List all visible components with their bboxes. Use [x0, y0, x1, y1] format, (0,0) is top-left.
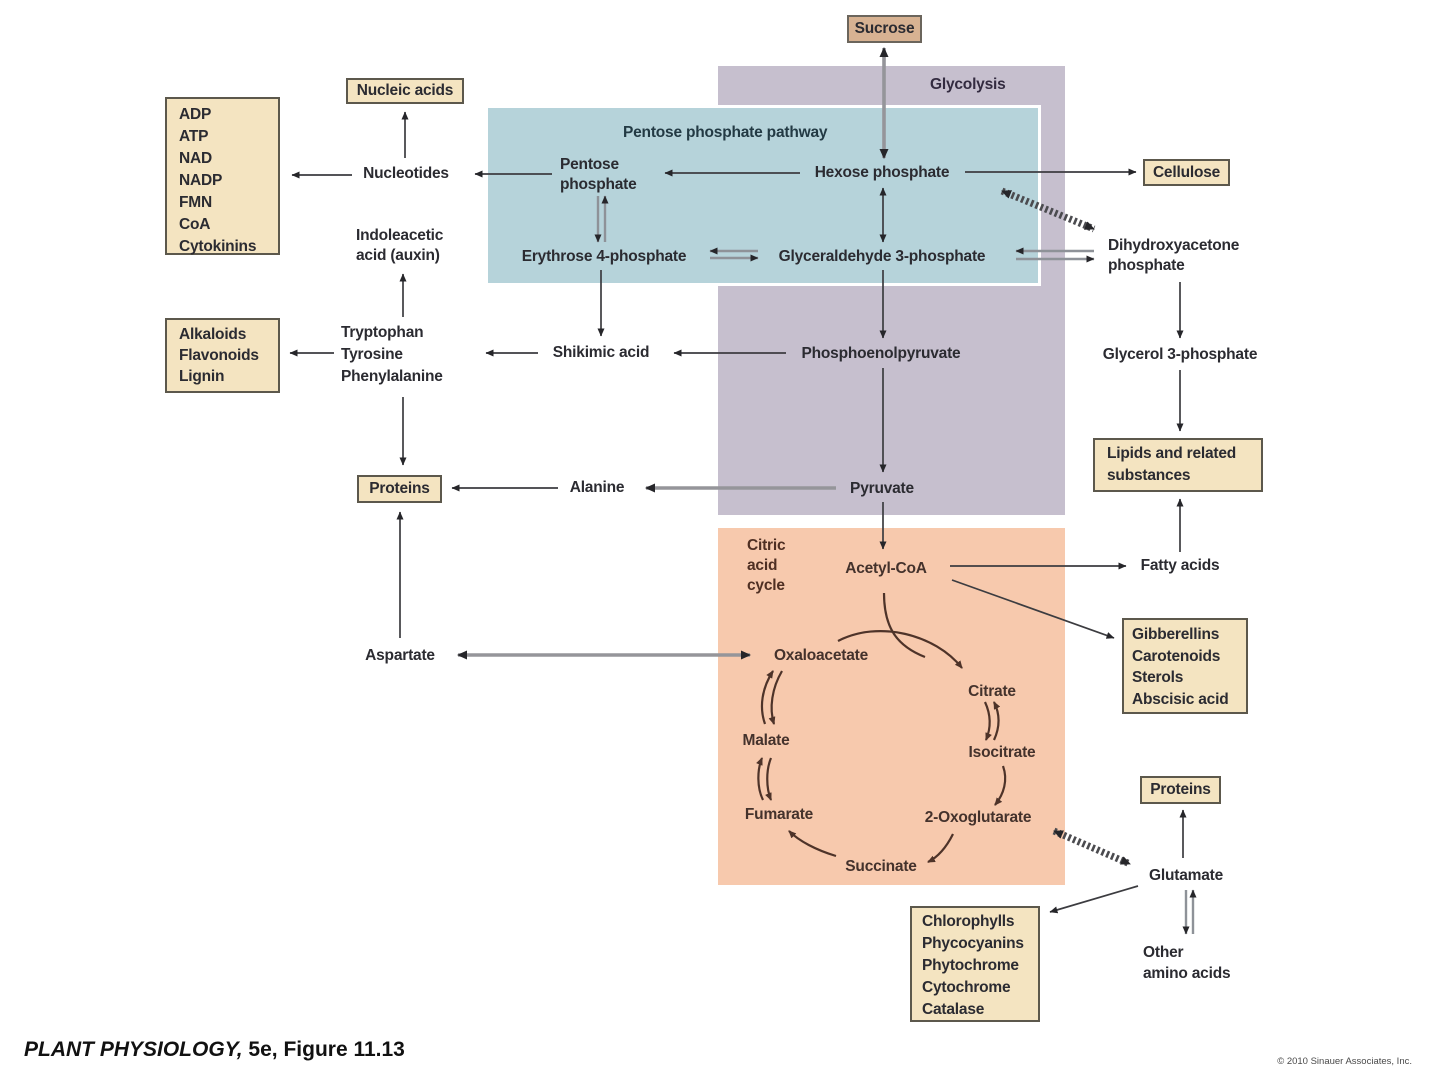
node-malate: Malate	[742, 732, 790, 749]
citric-cycle-header: Citric acid cycle	[747, 537, 786, 594]
node-phosphoenolpyruvate: Phosphoenolpyruvate	[801, 345, 961, 362]
node-aromatic-amino-acids: Tryptophan Tyrosine Phenylalanine	[341, 324, 443, 385]
node-fatty-acids: Fatty acids	[1140, 557, 1220, 574]
node-2-oxoglutarate: 2-Oxoglutarate	[924, 809, 1032, 826]
arrow-acetylcoa-curve	[882, 592, 926, 659]
arrow-isocitrate-to-citrate	[992, 701, 1001, 741]
node-nucleic-acids: Nucleic acids	[346, 78, 464, 104]
node-dihydroxyacetone-phosphate: Dihydroxyacetone phosphate	[1108, 237, 1240, 274]
node-nucleotides: Nucleotides	[363, 165, 449, 182]
caption-figure-number: 5e, Figure 11.13	[242, 1038, 405, 1061]
pentose-phosphate-region	[485, 105, 1041, 286]
arrow-citrate-to-isocitrate	[983, 701, 992, 741]
arrow-oxoglutarate-glutamate-multistep	[1052, 827, 1132, 868]
node-indoleacetic-acid: Indoleacetic acid (auxin)	[356, 227, 444, 264]
caption-book-title: PLANT PHYSIOLOGY,	[24, 1038, 243, 1061]
glycolysis-header: Glycolysis	[930, 76, 1006, 93]
node-isocitrate: Isocitrate	[968, 744, 1036, 761]
node-succinate: Succinate	[845, 858, 917, 875]
hatched-arrows	[1000, 187, 1132, 868]
node-proteins-right: Proteins	[1140, 776, 1221, 804]
arrow-oxaloacetate-to-malate	[768, 670, 783, 725]
node-proteins-left: Proteins	[357, 475, 442, 503]
arrow-oxaloacetate-to-citrate	[837, 630, 963, 669]
node-sucrose: Sucrose	[847, 15, 922, 43]
node-lipids: Lipids and related substances	[1093, 438, 1263, 492]
thick-arrows	[457, 47, 889, 660]
node-cellulose: Cellulose	[1143, 159, 1230, 186]
node-pentose-phosphate: Pentose phosphate	[560, 156, 637, 193]
arrow-isocitrate-to-oxoglutarate	[994, 765, 1007, 806]
node-aspartate: Aspartate	[365, 647, 435, 664]
arrow-malate-to-oxaloacetate	[760, 670, 774, 725]
arrow-glutamate-to-pigments	[1049, 885, 1139, 914]
arrow-acetylcoa-to-hormones	[951, 579, 1115, 639]
node-citrate: Citrate	[968, 683, 1016, 700]
node-pigments: Chlorophylls Phycocyanins Phytochrome Cy…	[910, 906, 1040, 1022]
node-glyceraldehyde-3-phosphate: Glyceraldehyde 3-phosphate	[778, 248, 986, 265]
node-glycerol-3-phosphate: Glycerol 3-phosphate	[1102, 346, 1258, 363]
arrow-oxoglutarate-to-succinate	[927, 833, 954, 863]
node-erythrose-4-phosphate: Erythrose 4-phosphate	[521, 248, 687, 265]
pentose-pathway-header: Pentose phosphate pathway	[623, 124, 828, 141]
citric-acid-cycle-region	[718, 528, 1065, 885]
exchange-arrows	[594, 195, 1197, 935]
figure-caption: PLANT PHYSIOLOGY, 5e, Figure 11.13	[24, 1038, 405, 1062]
citric-cycle-arrows	[756, 592, 1007, 863]
node-alkaloids: Alkaloids Flavonoids Lignin	[165, 318, 280, 393]
arrow-malate-to-fumarate	[765, 757, 773, 801]
node-glutamate: Glutamate	[1149, 867, 1223, 884]
node-other-amino-acids: Other amino acids	[1143, 944, 1231, 982]
arrow-succinate-to-fumarate	[788, 830, 837, 858]
node-acetyl-coa: Acetyl-CoA	[845, 560, 927, 577]
node-pyruvate: Pyruvate	[850, 480, 914, 497]
node-cofactors: ADP ATP NAD NADP FMN CoA Cytokinins	[165, 97, 280, 255]
node-hormones: Gibberellins Carotenoids Sterols Abscisi…	[1122, 618, 1248, 714]
arrow-fumarate-to-malate	[756, 757, 764, 801]
node-shikimic-acid: Shikimic acid	[552, 344, 650, 361]
copyright-notice: © 2010 Sinauer Associates, Inc.	[1277, 1056, 1412, 1067]
node-hexose-phosphate: Hexose phosphate	[814, 164, 950, 181]
straight-arrows	[289, 111, 1187, 914]
node-fumarate: Fumarate	[744, 806, 814, 823]
node-oxaloacetate: Oxaloacetate	[773, 647, 869, 664]
arrow-hexose-dhap-multistep	[1000, 187, 1096, 233]
node-alanine: Alanine	[569, 479, 625, 496]
